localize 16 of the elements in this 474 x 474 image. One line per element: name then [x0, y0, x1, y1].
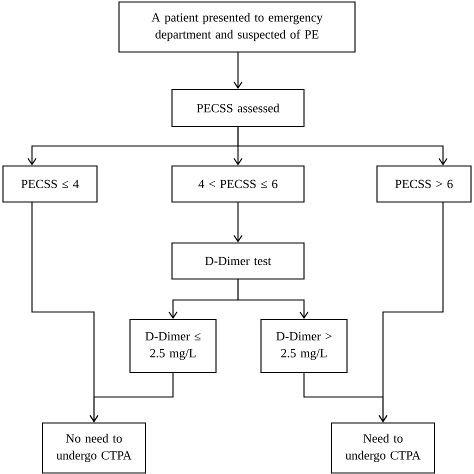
process-box: No need to undergo CTPA — [42, 422, 146, 474]
process-box: D-Dimer > 2.5 mg/L — [260, 318, 348, 374]
process-box: 4 < PECSS ≤ 6 — [171, 165, 305, 203]
arrow — [234, 202, 242, 242]
process-box: PECSS ≤ 4 — [2, 165, 98, 203]
arrow — [90, 373, 174, 422]
arrow — [234, 52, 242, 89]
process-box: A patient presented to emergency department and suspected of PE — [118, 1, 356, 53]
process-box: Need to undergo CTPA — [330, 422, 436, 474]
arrow — [378, 202, 444, 422]
process-box: D-Dimer ≤ 2.5 mg/L — [129, 318, 217, 374]
process-box: D-Dimer test — [171, 242, 305, 280]
arrow — [237, 280, 308, 319]
process-box: PECSS assessed — [171, 88, 305, 128]
arrow — [237, 127, 448, 166]
process-box: PECSS > 6 — [376, 165, 472, 203]
